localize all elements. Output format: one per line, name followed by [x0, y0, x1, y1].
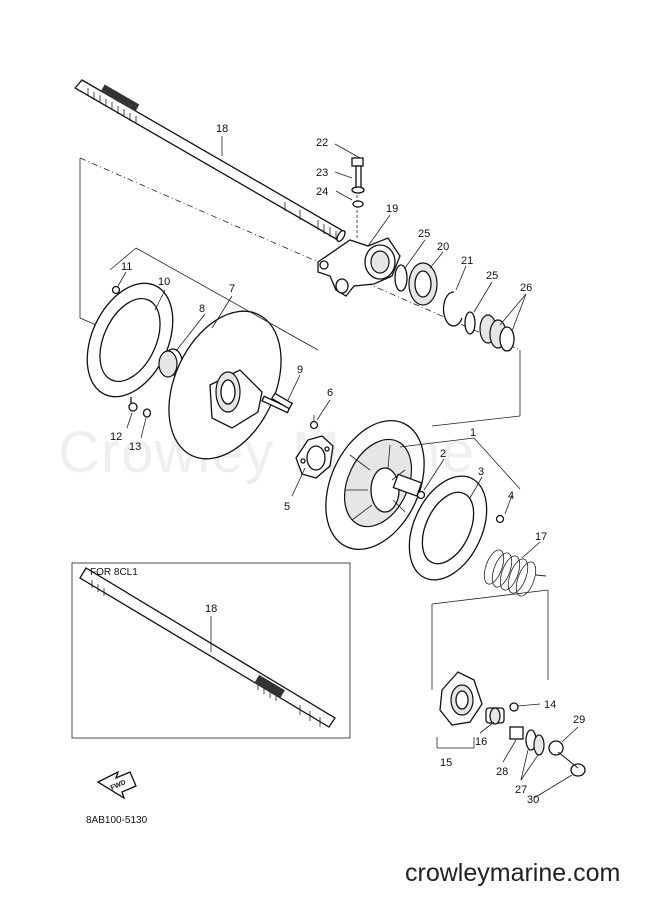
callout-29: 29: [573, 714, 585, 726]
cam-group: [439, 671, 586, 777]
callout-12: 12: [110, 431, 122, 443]
callout-7: 7: [229, 283, 235, 295]
callout-18-upper: 18: [216, 123, 228, 135]
callout-4: 4: [508, 490, 514, 502]
callout-16: 16: [475, 736, 487, 748]
alt-shaft-box: [71, 562, 351, 739]
callout-25-a: 25: [418, 228, 430, 240]
figure-code: 8AB100-5130: [86, 815, 148, 826]
callout-5: 5: [284, 501, 290, 513]
callout-1: 1: [470, 427, 476, 439]
variant-note: FOR 8CL1: [90, 567, 138, 578]
callout-labels: 18 22 23 24 19 25 20 21 25 26 11 10 7 8 …: [110, 123, 585, 806]
site-text: crowleymarine.com: [405, 859, 620, 887]
leader-lines: [109, 136, 579, 799]
spring: [483, 549, 547, 597]
callout-30: 30: [527, 794, 539, 806]
bearing-set: [394, 262, 515, 352]
callout-17: 17: [535, 531, 547, 543]
callout-19: 19: [386, 203, 398, 215]
callout-18-lower: 18: [205, 603, 217, 615]
callout-13: 13: [129, 441, 141, 453]
callout-11: 11: [121, 261, 132, 273]
callout-10: 10: [158, 276, 170, 288]
callout-6: 6: [327, 387, 333, 399]
callout-8: 8: [199, 303, 205, 315]
callout-22: 22: [316, 137, 328, 149]
callout-24: 24: [316, 186, 328, 198]
fixed-sheave-group: [86, 282, 294, 460]
callout-26: 26: [520, 282, 532, 294]
cover-plate: [295, 435, 334, 479]
shaft-upper: [73, 79, 347, 243]
forward-arrow-icon: FWD: [96, 770, 137, 800]
callout-27: 27: [515, 784, 527, 796]
callout-28: 28: [496, 766, 508, 778]
small-fasteners: [111, 285, 319, 430]
callout-20: 20: [437, 241, 449, 253]
movable-sheave-group: [325, 419, 505, 581]
callout-23: 23: [316, 167, 328, 179]
callout-14: 14: [544, 699, 556, 711]
bearing-bracket: [317, 157, 401, 297]
callout-25-b: 25: [486, 270, 498, 282]
callout-9: 9: [297, 364, 303, 376]
callout-15: 15: [440, 757, 452, 769]
callout-21: 21: [461, 255, 473, 267]
callout-2: 2: [440, 448, 446, 460]
callout-3: 3: [478, 466, 484, 478]
